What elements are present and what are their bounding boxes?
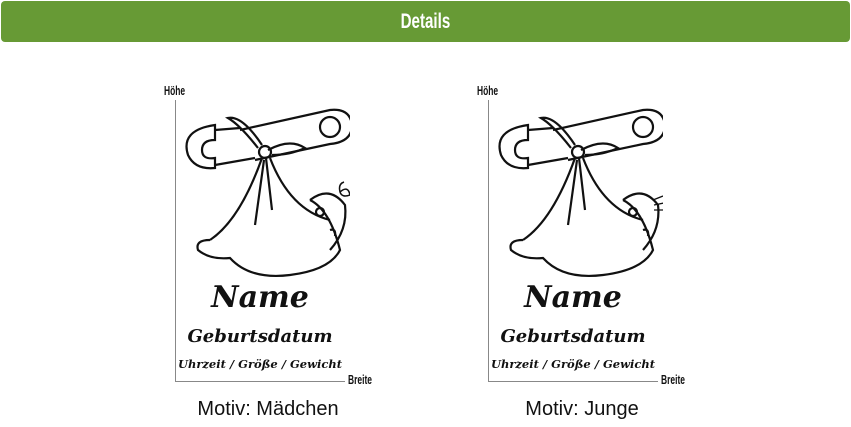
motif-boy-caption: Motiv: Junge [525,398,639,420]
baby-stork-bundle-icon [185,108,350,277]
name-text: Name [524,280,622,315]
motif-girl-panel[interactable]: Höhe Breite Name Geburtsdatum Uhrzeit / … [160,80,390,390]
baby-stork-bundle-icon [498,108,663,277]
details-header: Details [1,1,850,42]
motif-boy-panel[interactable]: Höhe Breite Name Geburtsdatum Uhrzeit / … [473,80,703,390]
width-label: Breite [661,372,685,387]
info-text: Uhrzeit / Größe / Gewicht [490,357,656,371]
width-label: Breite [348,372,372,387]
height-axis [175,100,176,382]
height-label: Höhe [477,83,499,98]
name-text: Name [211,280,309,315]
info-text: Uhrzeit / Größe / Gewicht [177,357,343,371]
width-axis [175,381,345,382]
width-axis [488,381,658,382]
birthdate-text: Geburtsdatum [187,326,333,347]
height-axis [488,100,489,382]
header-title: Details [400,9,451,33]
birthdate-text: Geburtsdatum [500,326,646,347]
height-label: Höhe [164,83,186,98]
motif-girl-caption: Motiv: Mädchen [197,398,339,420]
